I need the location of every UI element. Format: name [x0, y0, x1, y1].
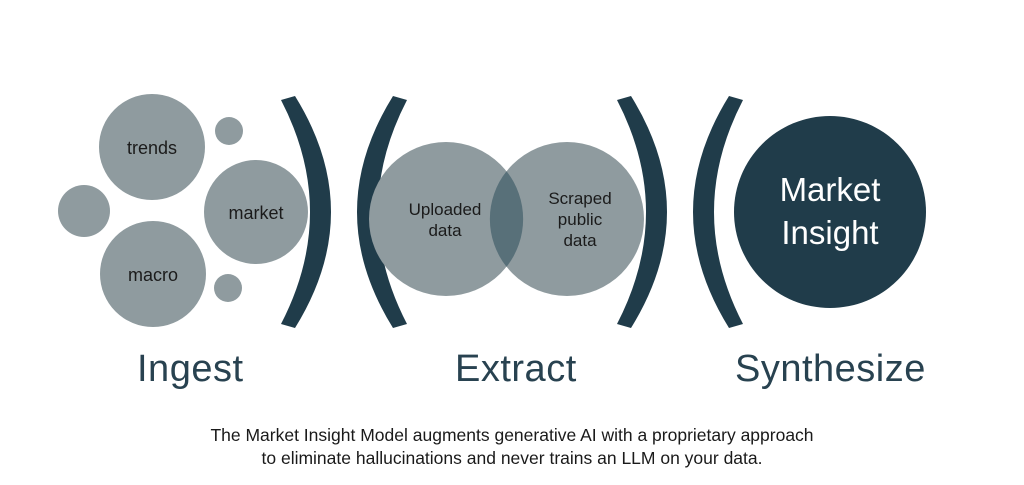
open-paren-1 [357, 96, 407, 328]
market-circle [204, 160, 308, 264]
divider-2 [617, 96, 743, 328]
scraped-line-3: data [563, 231, 597, 250]
market-label: market [228, 203, 283, 223]
uploaded-line-1: Uploaded [409, 200, 482, 219]
caption-line-2: to eliminate hallucinations and never tr… [261, 448, 763, 468]
description-caption: The Market Insight Model augments genera… [0, 424, 1024, 470]
uploaded-data-circle [369, 142, 523, 296]
open-paren-2 [693, 96, 743, 328]
scraped-line-2: public [558, 210, 603, 229]
ingest-cluster: trends market macro [58, 94, 308, 327]
market-insight-circle [734, 116, 926, 308]
close-paren-2 [617, 96, 667, 328]
small-circle-bottom [214, 274, 242, 302]
caption-line-1: The Market Insight Model augments genera… [210, 425, 814, 445]
trends-circle [99, 94, 205, 200]
scraped-line-1: Scraped [548, 189, 611, 208]
small-circle-top [215, 117, 243, 145]
close-paren-1 [281, 96, 331, 328]
small-circle-left [58, 185, 110, 237]
trends-label: trends [127, 138, 177, 158]
stage-label-synthesize: Synthesize [735, 348, 926, 390]
stage-label-extract: Extract [455, 348, 577, 390]
stage-label-ingest: Ingest [137, 348, 244, 390]
market-insight-line-1: Market [780, 171, 881, 208]
divider-1 [281, 96, 407, 328]
scraped-data-circle [490, 142, 644, 296]
macro-label: macro [128, 265, 178, 285]
venn-overlap [489, 171, 524, 267]
macro-circle [100, 221, 206, 327]
market-insight-line-2: Insight [781, 214, 878, 251]
synthesize-node: Market Insight [734, 116, 926, 308]
extract-venn: Uploaded data Scraped public data [369, 142, 644, 296]
uploaded-line-2: data [428, 221, 462, 240]
